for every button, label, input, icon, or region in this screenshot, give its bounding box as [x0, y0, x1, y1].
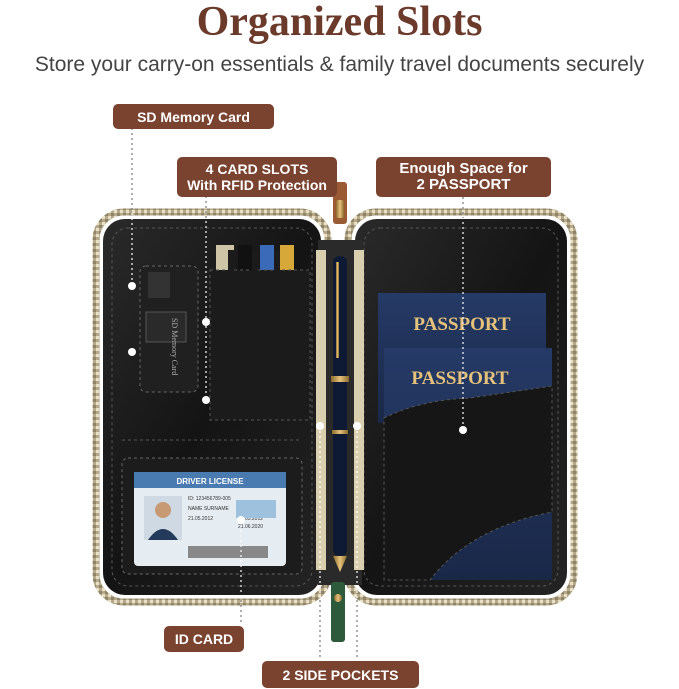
callout-passport-space: Enough Space for 2 PASSPORT [376, 157, 551, 197]
callout-sd-text: SD Memory Card [137, 108, 250, 125]
sd-card-pocket: SD Memory Card [139, 265, 199, 393]
id-date-3: 21.06.2020 [238, 524, 263, 530]
sd-stitch-text: SD Memory Card [170, 318, 179, 375]
side-pocket-left [316, 250, 326, 570]
callout-card-slots-line2: With RFID Protection [187, 177, 327, 193]
side-pocket-right [354, 250, 364, 570]
id-number: ID: 123456789-005 [188, 496, 231, 502]
card-slots [209, 245, 311, 421]
page-subtitle: Store your carry-on essentials & family … [34, 53, 645, 76]
pen [333, 256, 347, 556]
passport-pocket [383, 385, 553, 581]
callout-card-slots: 4 CARD SLOTS With RFID Protection [177, 157, 337, 197]
id-date-2: 12.05.2012 [238, 516, 263, 522]
passport-label-top: PASSPORT [413, 314, 510, 335]
id-window: DRIVER LICENSE ID: 123456789-005 NAME SU… [121, 457, 303, 575]
passport-label-bottom: PASSPORT [411, 368, 508, 389]
id-header: DRIVER LICENSE [176, 477, 244, 486]
id-name: NAME SURNAME [188, 506, 230, 512]
callout-passport-line1: Enough Space for [399, 160, 528, 177]
callout-id-card: ID CARD [164, 626, 244, 652]
callout-card-slots-line1: 4 CARD SLOTS [205, 161, 309, 177]
callout-id-text: ID CARD [174, 631, 234, 647]
callout-side-pockets-text: 2 SIDE POCKETS [282, 666, 399, 683]
callout-sd-memory-card: SD Memory Card [113, 104, 274, 129]
zipper-pull-bottom[interactable] [331, 582, 345, 642]
id-date-1: 21.05.2012 [188, 516, 213, 522]
callout-side-pockets: 2 SIDE POCKETS [262, 661, 419, 688]
page-title: Organized Slots [196, 0, 483, 45]
callout-passport-line2: 2 PASSPORT [416, 176, 511, 193]
